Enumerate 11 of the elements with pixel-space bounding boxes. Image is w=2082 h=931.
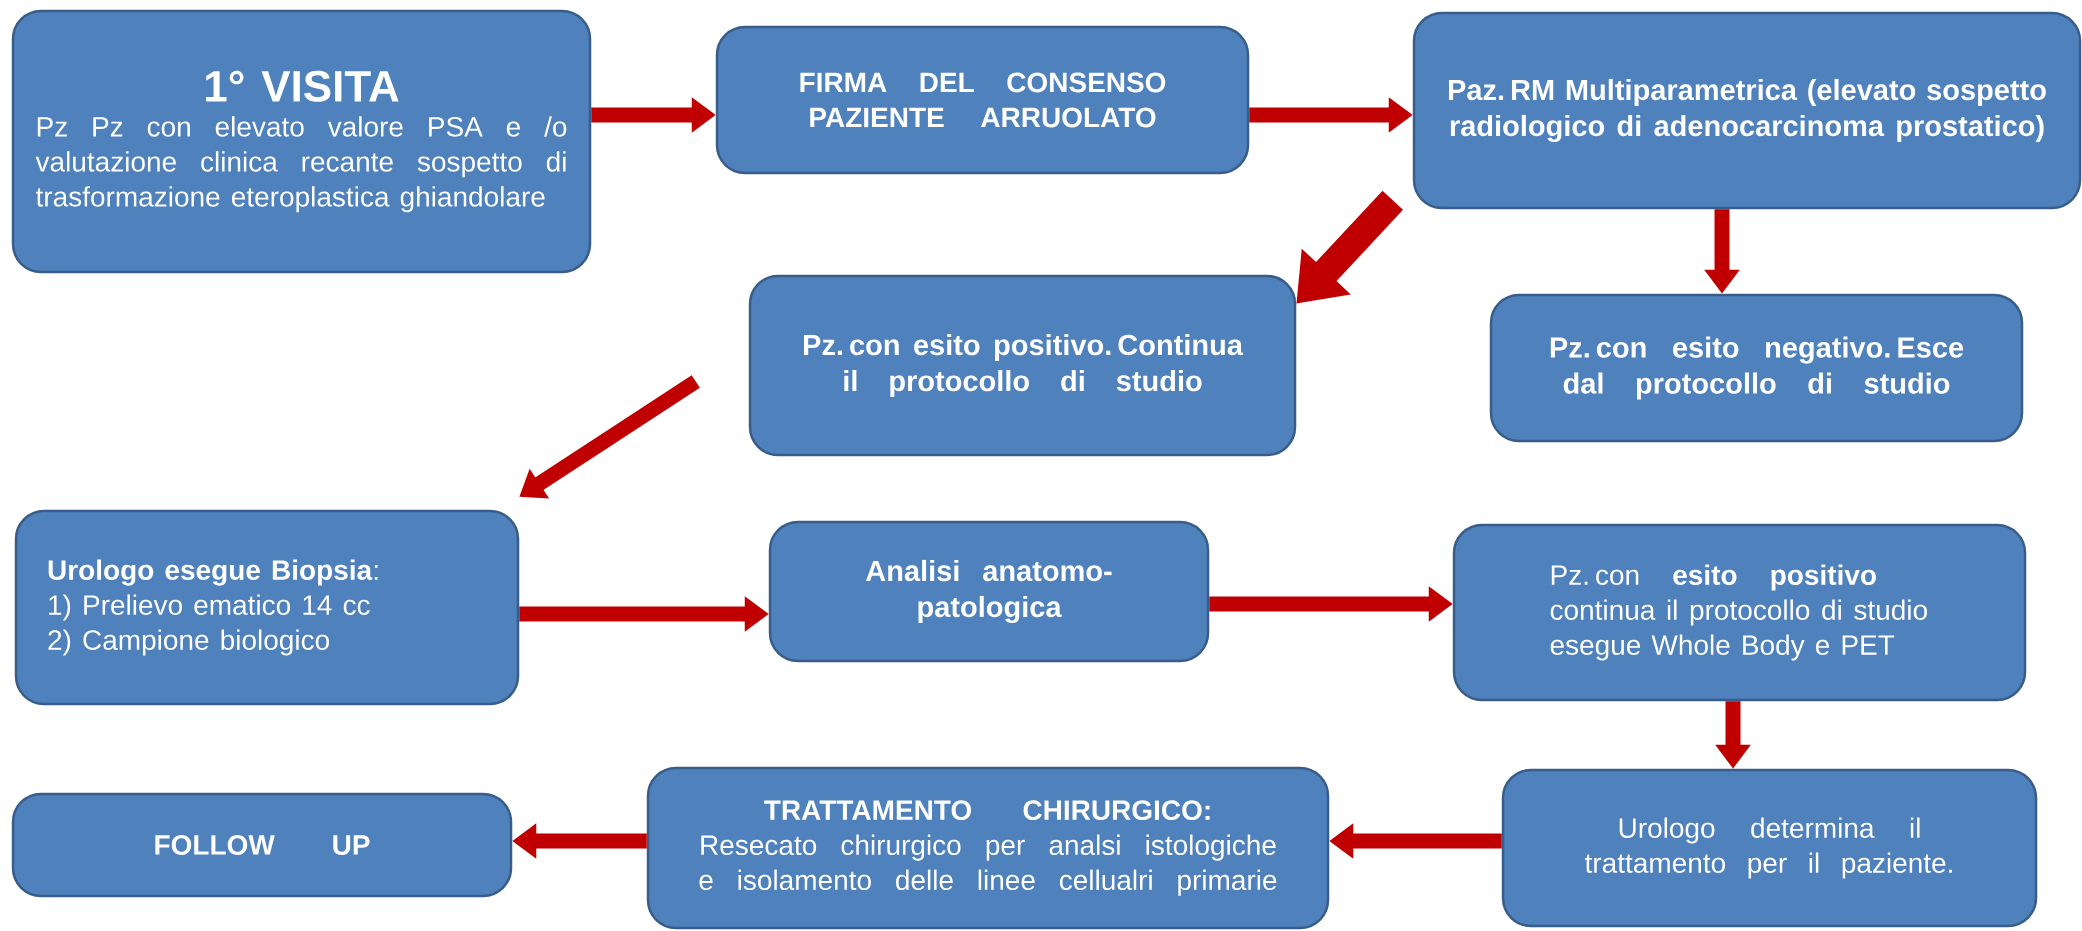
process-box: 1° VISITA Pz Pz con elevato valore PSA e /o valutazione clinica recante sospetto di trasformazione eteroplastica ghiandolare xyxy=(11,9,592,274)
process-box: Analisi anatomo-patologica xyxy=(768,520,1210,663)
process-box: TRATTAMENTO CHIRURGICO: Resecato chirurgico per analsi istologiche e isolamento delle linee cellualri primarie xyxy=(646,766,1330,930)
process-box: Pz. con esito positivo. Continua il protocollo di studio xyxy=(748,274,1297,457)
process-box: FOLLOW UP xyxy=(11,792,513,898)
process-box: Paz. RM Multiparametrica (elevato sospetto radiologico di adenocarcinoma prostatico) xyxy=(1412,11,2082,210)
process-box: Pz. con esito positivo continua il protocollo di studio esegue Whole Body e PET xyxy=(1452,523,2027,702)
process-box: Pz. con esito negativo. Esce dal protocollo di studio xyxy=(1489,293,2024,443)
process-box: Urologo determina il trattamento per il paziente. xyxy=(1501,768,2038,928)
process-box: FIRMA DEL CONSENSO PAZIENTE ARRUOLATO xyxy=(715,25,1250,175)
process-box: Urologo esegue Biopsia: 1) Prelievo ematico 14 cc 2) Campione biologico xyxy=(14,509,520,706)
